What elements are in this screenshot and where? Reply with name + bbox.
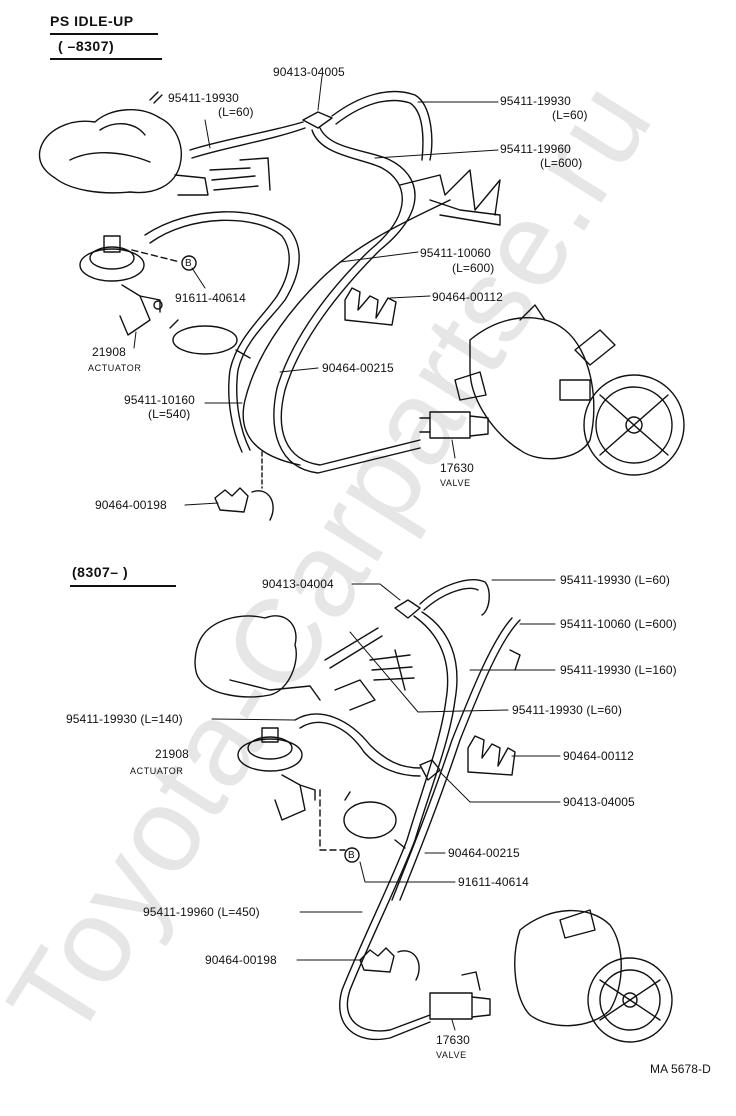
label-top-f-part: 90464-00112 [432,290,503,304]
label-top-e-part: 95411-10060 [420,246,491,260]
leader-b-bottom [319,789,346,851]
clamp-top-00198 [214,487,274,521]
label-top-g-part: 91611-40614 [175,291,246,305]
label-top-e-len: (L=600) [452,261,495,275]
label-top-i-part: 90464-00215 [322,361,394,375]
label-top-j-part: 95411-10160 [124,393,195,407]
label-bottom-b: 95411-19930 (L=60) [560,573,670,587]
label-top-c-part: 95411-19930 [500,94,571,108]
clamp-top-00112 [344,287,397,326]
range-top-underline [50,58,162,60]
label-top-a-len: (L=60) [218,105,254,119]
valve-bottom [429,971,491,1020]
actuator-top [79,235,163,336]
power-steering-pump-top [469,304,685,476]
label-bottom-g-name: ACTUATOR [130,766,184,776]
diagram-title: PS IDLE-UP [50,13,134,29]
hoses-bottom [294,579,521,1040]
label-top-c-len: (L=60) [552,108,588,122]
leaders-bottom [211,579,561,1031]
range-bottom-underline [70,585,176,587]
label-bottom-j: 90464-00215 [448,846,520,860]
label-bottom-i: 90413-04005 [563,795,635,809]
date-range-bottom: (8307– ) [72,564,129,580]
label-top-b-part: 90413-04005 [273,65,345,79]
label-bottom-d: 95411-19930 (L=160) [560,663,677,677]
label-bottom-n-part: 17630 [436,1033,470,1047]
label-bottom-f: 95411-19930 (L=140) [66,712,183,726]
leaders-top [133,75,499,506]
label-bottom-k-circle: B [348,850,355,861]
label-bottom-k: 91611-40614 [458,875,529,889]
label-bottom-l: 95411-19960 (L=450) [143,905,260,919]
label-top-g-circle: B [185,258,192,269]
hoses-top [144,90,451,474]
clamp-bottom-00112 [467,735,516,776]
label-top-k-name: VALVE [440,478,471,488]
label-bottom-c: 95411-10060 (L=600) [560,617,677,631]
label-top-k-part: 17630 [440,461,474,475]
label-bottom-n-name: VALVE [436,1050,467,1060]
circle-b-top [181,255,197,271]
label-top-d-part: 95411-19960 [500,142,571,156]
clamp-bottom-00198 [359,947,420,981]
label-bottom-g-part: 21908 [155,747,189,761]
label-top-j-len: (L=540) [148,407,191,421]
label-bottom-h: 90464-00112 [563,749,634,763]
label-top-h-part: 21908 [92,345,126,359]
circle-b-bottom [344,847,360,863]
label-bottom-m: 90464-00198 [205,953,277,967]
label-top-a-part: 95411-19930 [168,91,239,105]
title-underline [50,33,158,35]
power-steering-pump-bottom [514,909,673,1043]
label-top-h-name: ACTUATOR [88,363,142,373]
engine-outline-bottom [194,615,415,711]
label-top-d-len: (L=600) [540,156,583,170]
label-top-l-part: 90464-00198 [95,498,167,512]
valve-top [419,371,489,439]
engine-outline-top [38,91,271,196]
wire-bundle-top [399,169,501,226]
label-bottom-e: 95411-19930 (L=60) [512,703,622,717]
leader-b-top [131,249,181,263]
figure-id: MA 5678-D [650,1062,711,1076]
label-bottom-a: 90413-04004 [262,577,334,591]
actuator-bottom [237,727,316,821]
date-range-top: ( –8307) [58,38,115,54]
